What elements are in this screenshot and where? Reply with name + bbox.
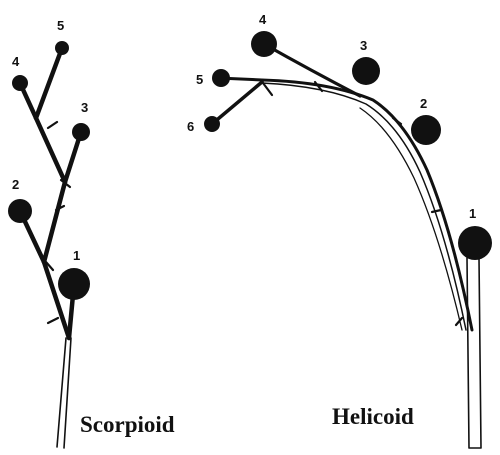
scorpioid-diagram: 1 2 3 4 5 Scorpioid bbox=[8, 18, 175, 448]
helicoid-flower-label-2: 2 bbox=[420, 96, 427, 111]
scorpioid-flower-2 bbox=[8, 199, 32, 223]
helicoid-flower-label-1: 1 bbox=[469, 206, 476, 221]
scorpioid-flower-label-1: 1 bbox=[73, 248, 80, 263]
scorpioid-peduncle bbox=[57, 338, 71, 448]
helicoid-flower-1 bbox=[458, 226, 492, 260]
helicoid-axis-outer bbox=[218, 78, 472, 330]
helicoid-flower-label-3: 3 bbox=[360, 38, 367, 53]
helicoid-branch-6 bbox=[212, 82, 262, 124]
scorpioid-bract bbox=[48, 122, 57, 128]
helicoid-flower-label-4: 4 bbox=[259, 12, 267, 27]
helicoid-flower-3 bbox=[352, 57, 380, 85]
scorpioid-flower-1 bbox=[58, 268, 90, 300]
helicoid-peduncle bbox=[467, 258, 481, 448]
scorpioid-flower-3 bbox=[72, 123, 90, 141]
scorpioid-axis-segment-4 bbox=[44, 182, 65, 262]
scorpioid-bract bbox=[48, 318, 58, 323]
helicoid-flower-6 bbox=[204, 116, 220, 132]
helicoid-flower-4 bbox=[251, 31, 277, 57]
helicoid-flower-2 bbox=[411, 115, 441, 145]
helicoid-flower-5 bbox=[212, 69, 230, 87]
helicoid-flower-label-6: 6 bbox=[187, 119, 194, 134]
scorpioid-axis-segment-8 bbox=[36, 48, 62, 118]
scorpioid-flower-label-2: 2 bbox=[12, 177, 19, 192]
scorpioid-flower-label-3: 3 bbox=[81, 100, 88, 115]
scorpioid-flower-4 bbox=[12, 75, 28, 91]
scorpioid-caption: Scorpioid bbox=[80, 412, 175, 437]
helicoid-bract bbox=[432, 210, 441, 212]
scorpioid-flower-5 bbox=[55, 41, 69, 55]
helicoid-diagram: 1 2 3 4 5 6 Helicoid bbox=[187, 12, 492, 448]
helicoid-caption: Helicoid bbox=[332, 404, 414, 429]
scorpioid-flower-label-4: 4 bbox=[12, 54, 20, 69]
helicoid-flower-label-5: 5 bbox=[196, 72, 203, 87]
scorpioid-flower-label-5: 5 bbox=[57, 18, 64, 33]
helicoid-bract bbox=[263, 83, 272, 95]
